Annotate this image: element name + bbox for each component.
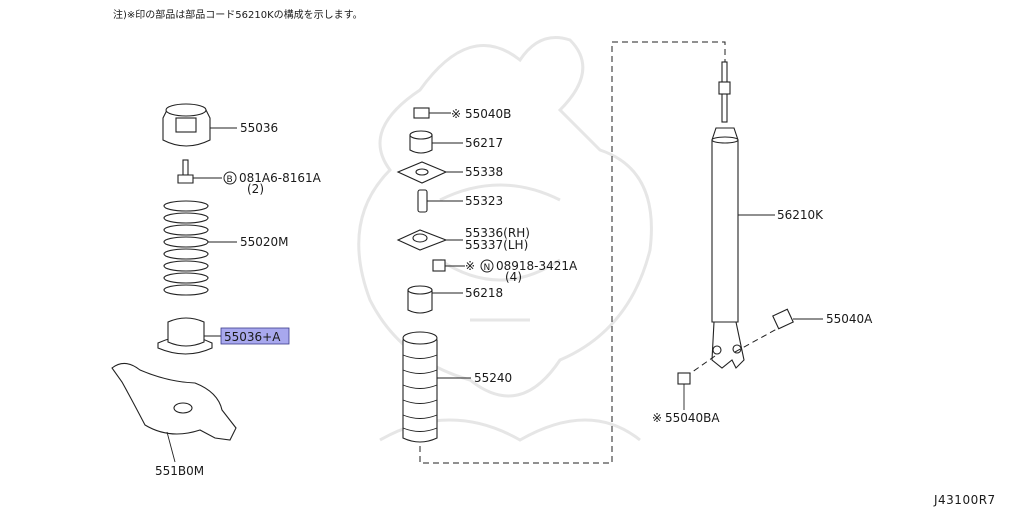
part-55323-sleeve[interactable]: 55323 bbox=[417, 189, 503, 213]
svg-text:55240: 55240 bbox=[474, 371, 512, 385]
svg-text:55040A: 55040A bbox=[826, 312, 873, 326]
part-081a6-bolt[interactable]: B 081A6-8161A (2) bbox=[177, 159, 322, 196]
svg-text:08918-3421A: 08918-3421A bbox=[496, 259, 578, 273]
part-56218-bushing[interactable]: 56218 bbox=[407, 285, 503, 314]
svg-text:B: B bbox=[227, 175, 233, 185]
part-56210k-shock-absorber[interactable]: 56210K bbox=[711, 61, 824, 369]
svg-text:N: N bbox=[484, 263, 491, 273]
asterisk-mark: ※ bbox=[451, 107, 461, 121]
asterisk-mark: ※ bbox=[652, 411, 662, 425]
svg-text:55323: 55323 bbox=[465, 194, 503, 208]
part-55240-dust-boot[interactable]: 55240 bbox=[402, 331, 512, 443]
svg-text:55337(LH): 55337(LH) bbox=[465, 238, 528, 252]
part-08918-nut[interactable]: ※ N 08918-3421A (4) bbox=[432, 259, 578, 284]
circled-b-icon bbox=[223, 171, 237, 185]
part-55040ba-nut[interactable]: ※ 55040BA bbox=[652, 355, 720, 425]
part-55036-bump-stopper[interactable]: 55036 bbox=[162, 103, 278, 147]
svg-text:56218: 56218 bbox=[465, 286, 503, 300]
svg-text:55020M: 55020M bbox=[240, 235, 289, 249]
circled-n-icon bbox=[480, 259, 494, 273]
svg-text:55040BA: 55040BA bbox=[665, 411, 720, 425]
part-55338-plate[interactable]: 55338 bbox=[396, 161, 503, 184]
svg-text:55040B: 55040B bbox=[465, 107, 511, 121]
part-551b0m-lower-arm[interactable]: 551B0M bbox=[111, 362, 237, 478]
svg-text:(2): (2) bbox=[247, 182, 264, 196]
svg-text:551B0M: 551B0M bbox=[155, 464, 204, 478]
svg-text:55338: 55338 bbox=[465, 165, 503, 179]
svg-text:(4): (4) bbox=[505, 270, 522, 284]
svg-text:55036+A: 55036+A bbox=[224, 330, 281, 344]
part-55040a-bolt[interactable]: 55040A bbox=[734, 308, 873, 353]
part-55336-mount-bracket[interactable]: 55336(RH) 55337(LH) bbox=[396, 226, 530, 252]
footnote-text: 注)※印の部品は部品コード56210Kの構成を示します。 bbox=[113, 8, 363, 21]
diagram-code: J43100R7 bbox=[933, 493, 996, 507]
svg-text:55336(RH): 55336(RH) bbox=[465, 226, 530, 240]
part-55040b-nut[interactable]: ※ 55040B bbox=[413, 107, 511, 121]
svg-text:56217: 56217 bbox=[465, 136, 503, 150]
part-55036a-spring-seat[interactable]: 55036+A bbox=[157, 317, 290, 355]
svg-text:081A6-8161A: 081A6-8161A bbox=[239, 171, 322, 185]
svg-text:55036: 55036 bbox=[240, 121, 278, 135]
highlight-box bbox=[220, 327, 290, 345]
part-56217-bushing[interactable]: 56217 bbox=[409, 130, 503, 154]
svg-text:56210K: 56210K bbox=[777, 208, 824, 222]
asterisk-mark: ※ bbox=[465, 259, 475, 273]
assembly-bracket-line bbox=[419, 41, 726, 464]
part-55020m-coil-spring[interactable]: 55020M bbox=[163, 200, 289, 296]
